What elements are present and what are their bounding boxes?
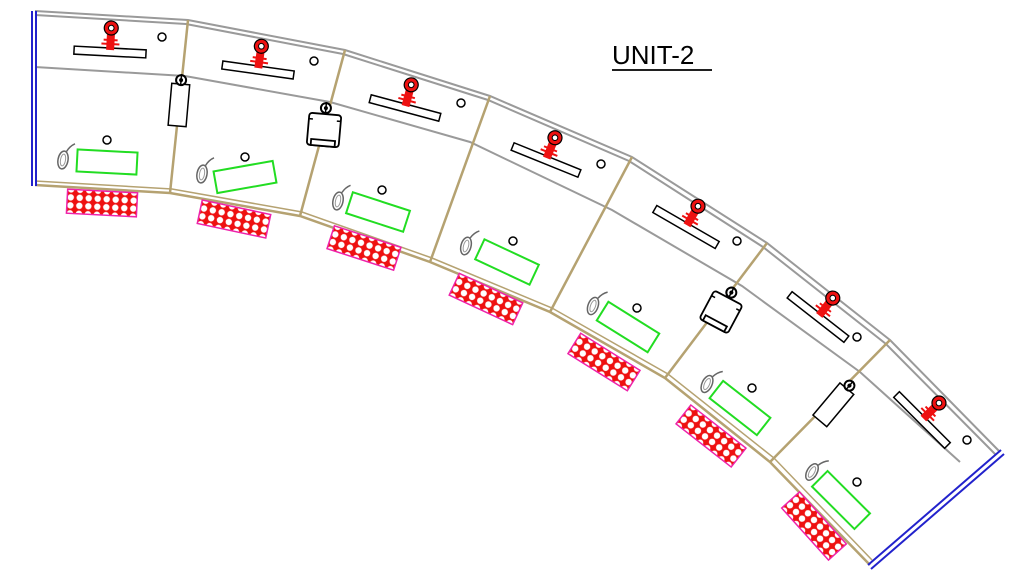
- monitor-arm-icon: [368, 67, 449, 123]
- mouse-icon: [194, 154, 215, 186]
- end-wall-right: [867, 449, 1002, 566]
- monitor-arm-icon: [786, 269, 867, 344]
- cpu-holder-icon: [305, 99, 344, 149]
- end-walls: [31, 11, 1005, 570]
- power-outlet-icon: [732, 236, 742, 246]
- monitor-arm-icon: [651, 181, 734, 250]
- workstation-3: [305, 67, 466, 271]
- keyboard-icon: [345, 191, 411, 233]
- pedestal-icon: [326, 225, 402, 271]
- power-outlet-icon: [596, 159, 606, 169]
- power-outlet-icon: [157, 32, 167, 42]
- power-outlet-icon: [309, 56, 319, 66]
- mouse-icon: [55, 140, 76, 172]
- keyboard-icon: [474, 238, 540, 286]
- workstation-4: [448, 116, 606, 326]
- power-outlet-icon: [240, 152, 250, 162]
- pedestal-icon: [65, 188, 139, 218]
- desk-back-line: [34, 66, 961, 463]
- power-outlet-icon: [377, 185, 387, 195]
- workstation-2: [167, 33, 319, 239]
- partition-4: [548, 156, 634, 313]
- mouse-icon: [697, 364, 724, 397]
- partition-3: [428, 95, 492, 263]
- cpu-holder-icon: [698, 278, 750, 335]
- workstation-7: [780, 371, 972, 561]
- power-outlet-icon: [747, 383, 757, 393]
- power-outlet-icon: [456, 98, 466, 108]
- end-wall-right: [870, 453, 1005, 570]
- monitor-arm-icon: [72, 18, 149, 59]
- keyboard-icon: [75, 148, 139, 176]
- power-outlet-icon: [508, 236, 518, 246]
- power-outlet-icon: [852, 332, 862, 342]
- workstation-6: [675, 269, 867, 468]
- keyboard-icon: [212, 159, 278, 195]
- power-outlet-icon: [102, 135, 112, 145]
- cpu-holder-icon: [811, 374, 862, 428]
- power-outlet-icon: [962, 435, 972, 445]
- back-wall: [34, 10, 1001, 456]
- pedestal-icon: [196, 199, 272, 239]
- desk-front-edge: [34, 180, 873, 566]
- pedestal-icon: [780, 491, 848, 561]
- mouse-icon: [802, 453, 830, 486]
- partitions: [168, 19, 891, 463]
- power-outlet-icon: [632, 303, 642, 313]
- power-outlet-icon: [852, 477, 862, 487]
- cpu-holder-icon: [167, 72, 192, 128]
- mouse-icon: [458, 226, 481, 258]
- monitor-arm-icon: [220, 33, 299, 80]
- mouse-icon: [584, 286, 609, 319]
- unit-title: UNIT-2: [612, 40, 694, 70]
